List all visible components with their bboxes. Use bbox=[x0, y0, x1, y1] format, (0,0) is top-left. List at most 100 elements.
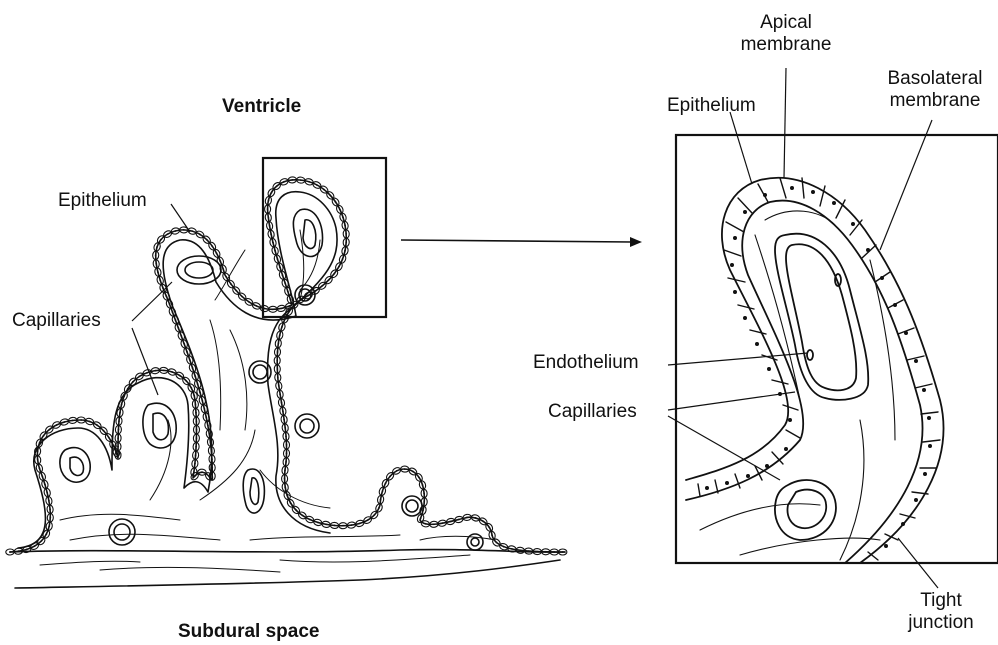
epithelial-cell-nucleus bbox=[276, 185, 278, 187]
epithelial-cell-nucleus bbox=[201, 400, 203, 402]
basolateral-membrane-label-line1: Basolateral bbox=[872, 68, 998, 90]
epithelial-cell-nucleus bbox=[466, 517, 468, 519]
epithelial-cell-nucleus bbox=[378, 507, 380, 509]
epithelial-cell-nucleus bbox=[193, 395, 195, 397]
epithelial-cell-nucleus bbox=[281, 326, 283, 328]
epithelial-cell-nucleus bbox=[49, 508, 51, 510]
epithelial-cell-nucleus bbox=[39, 467, 41, 469]
epithelial-cell-nucleus bbox=[420, 518, 422, 520]
epithelial-cell-nucleus bbox=[284, 478, 286, 480]
epithelial-cell-nucleus bbox=[172, 311, 174, 313]
epithelial-cell-nucleus bbox=[192, 367, 194, 369]
epithelial-cell-nucleus bbox=[119, 412, 121, 414]
epithelial-cell-nucleus bbox=[268, 200, 270, 202]
epithelial-cell-nucleus bbox=[294, 304, 296, 306]
capillaries bbox=[60, 209, 483, 550]
basolateral-membrane-label: Basolateral membrane bbox=[872, 68, 998, 112]
epithelial-cell-nucleus bbox=[345, 233, 347, 235]
epithelial-cell-nucleus bbox=[201, 471, 203, 473]
epithelial-cell-nucleus bbox=[291, 179, 293, 181]
epithelial-cell-nucleus bbox=[359, 523, 361, 525]
epithelial-cell-nucleus bbox=[96, 424, 98, 426]
epithelial-cell-nucleus bbox=[117, 454, 119, 456]
epithelial-cell-nucleus bbox=[127, 388, 129, 390]
epithelial-cell-nucleus bbox=[270, 233, 272, 235]
epithelial-cell-nucleus bbox=[222, 268, 224, 270]
epithelial-cell-nucleus bbox=[118, 429, 120, 431]
epithelial-cell-nucleus bbox=[276, 360, 278, 362]
epithelial-cell-nucleus bbox=[177, 327, 179, 329]
tight-junction-label-line2: junction bbox=[892, 612, 990, 634]
epithelial-cell-nucleus bbox=[277, 377, 279, 379]
choroid-plexus-tissue bbox=[6, 177, 567, 588]
epithelial-cell-nucleus bbox=[123, 395, 125, 397]
epithelial-cell-nucleus bbox=[488, 527, 490, 529]
epithelial-cell-nucleus bbox=[286, 453, 288, 455]
epithelial-cell-nucleus bbox=[197, 383, 199, 385]
epithelial-cell-nucleus bbox=[334, 525, 336, 527]
epithelial-cell-nucleus bbox=[45, 533, 47, 535]
epithelial-cell-nucleus bbox=[283, 181, 285, 183]
epithelial-cell-nucleus bbox=[195, 420, 197, 422]
tissue-bottom-line bbox=[15, 560, 560, 588]
epithelial-cell-nucleus bbox=[175, 230, 177, 232]
epithelial-cell-nucleus bbox=[279, 334, 281, 336]
epithelial-cell-nucleus bbox=[49, 517, 51, 519]
epithelial-cell-nucleus bbox=[160, 239, 162, 241]
epithelial-cell-nucleus bbox=[475, 517, 477, 519]
epithelial-cell-nucleus bbox=[404, 468, 406, 470]
epithelial-cell-nucleus bbox=[179, 375, 181, 377]
magnified-tissue bbox=[686, 178, 943, 563]
apical-membrane-label-line2: membrane bbox=[728, 34, 844, 56]
epithelial-cell-nucleus bbox=[195, 412, 197, 414]
epithelial-cell-nucleus bbox=[280, 308, 282, 310]
epithelial-cell-nucleus bbox=[185, 380, 187, 382]
epithelial-cell-nucleus bbox=[309, 519, 311, 521]
epithelial-cell-nucleus bbox=[56, 424, 58, 426]
epithelial-cell-nucleus bbox=[511, 548, 513, 550]
epithelial-cell-nucleus bbox=[333, 273, 335, 275]
epithelial-cell-nucleus bbox=[230, 283, 232, 285]
epithelial-cell-nucleus bbox=[241, 296, 243, 298]
epithelial-cell-nucleus bbox=[267, 208, 269, 210]
epithelial-cell-nucleus bbox=[194, 475, 196, 477]
epithelial-cell-nucleus bbox=[175, 319, 177, 321]
epithelial-cell-nucleus bbox=[207, 425, 209, 427]
epithelial-cell-nucleus bbox=[329, 195, 331, 197]
epithelial-cell-nucleus bbox=[450, 521, 452, 523]
epithelial-cell-nucleus bbox=[40, 540, 42, 542]
epithelial-cell-nucleus bbox=[287, 291, 289, 293]
epithelial-cell-nucleus bbox=[205, 416, 207, 418]
epithelial-cell-nucleus bbox=[117, 446, 119, 448]
epithelial-cell-nucleus bbox=[562, 551, 564, 553]
epithelial-cell-nucleus bbox=[9, 551, 11, 553]
epithelial-cell-nucleus bbox=[279, 266, 281, 268]
epithelial-cell-nucleus bbox=[272, 242, 274, 244]
leader-lines bbox=[132, 68, 938, 588]
epithelial-cell-nucleus bbox=[423, 493, 425, 495]
epithelial-cell-nucleus bbox=[154, 370, 156, 372]
epithelial-cell-nucleus bbox=[235, 290, 237, 292]
epithelial-cell-nucleus bbox=[278, 385, 280, 387]
epithelial-cell-nucleus bbox=[339, 209, 341, 211]
epithelial-cell-nucleus bbox=[103, 430, 105, 432]
epithelial-cell-nucleus bbox=[80, 419, 82, 421]
epithelial-cell-nucleus bbox=[380, 499, 382, 501]
apical-membrane-label-line1: Apical bbox=[728, 12, 844, 34]
epithelial-cell-nucleus bbox=[169, 303, 171, 305]
epithelial-cell-nucleus bbox=[18, 550, 20, 552]
epithelial-cell-nucleus bbox=[295, 509, 297, 511]
endothelium-label: Endothelium bbox=[533, 352, 639, 374]
epithelial-cell-nucleus bbox=[155, 254, 157, 256]
epithelial-cell-nucleus bbox=[194, 463, 196, 465]
epithelial-cell-nucleus bbox=[316, 184, 318, 186]
epithelial-cell-nucleus bbox=[277, 258, 279, 260]
epithelial-cell-nucleus bbox=[321, 285, 323, 287]
epithelial-cell-nucleus bbox=[34, 545, 36, 547]
epithelial-cell-nucleus bbox=[323, 189, 325, 191]
epithelial-cell-nucleus bbox=[286, 444, 288, 446]
epithelial-cell-nucleus bbox=[335, 201, 337, 203]
capillaries-label-right: Capillaries bbox=[548, 401, 637, 423]
epithelial-cell-nucleus bbox=[211, 458, 213, 460]
epithelial-cell-nucleus bbox=[48, 525, 50, 527]
